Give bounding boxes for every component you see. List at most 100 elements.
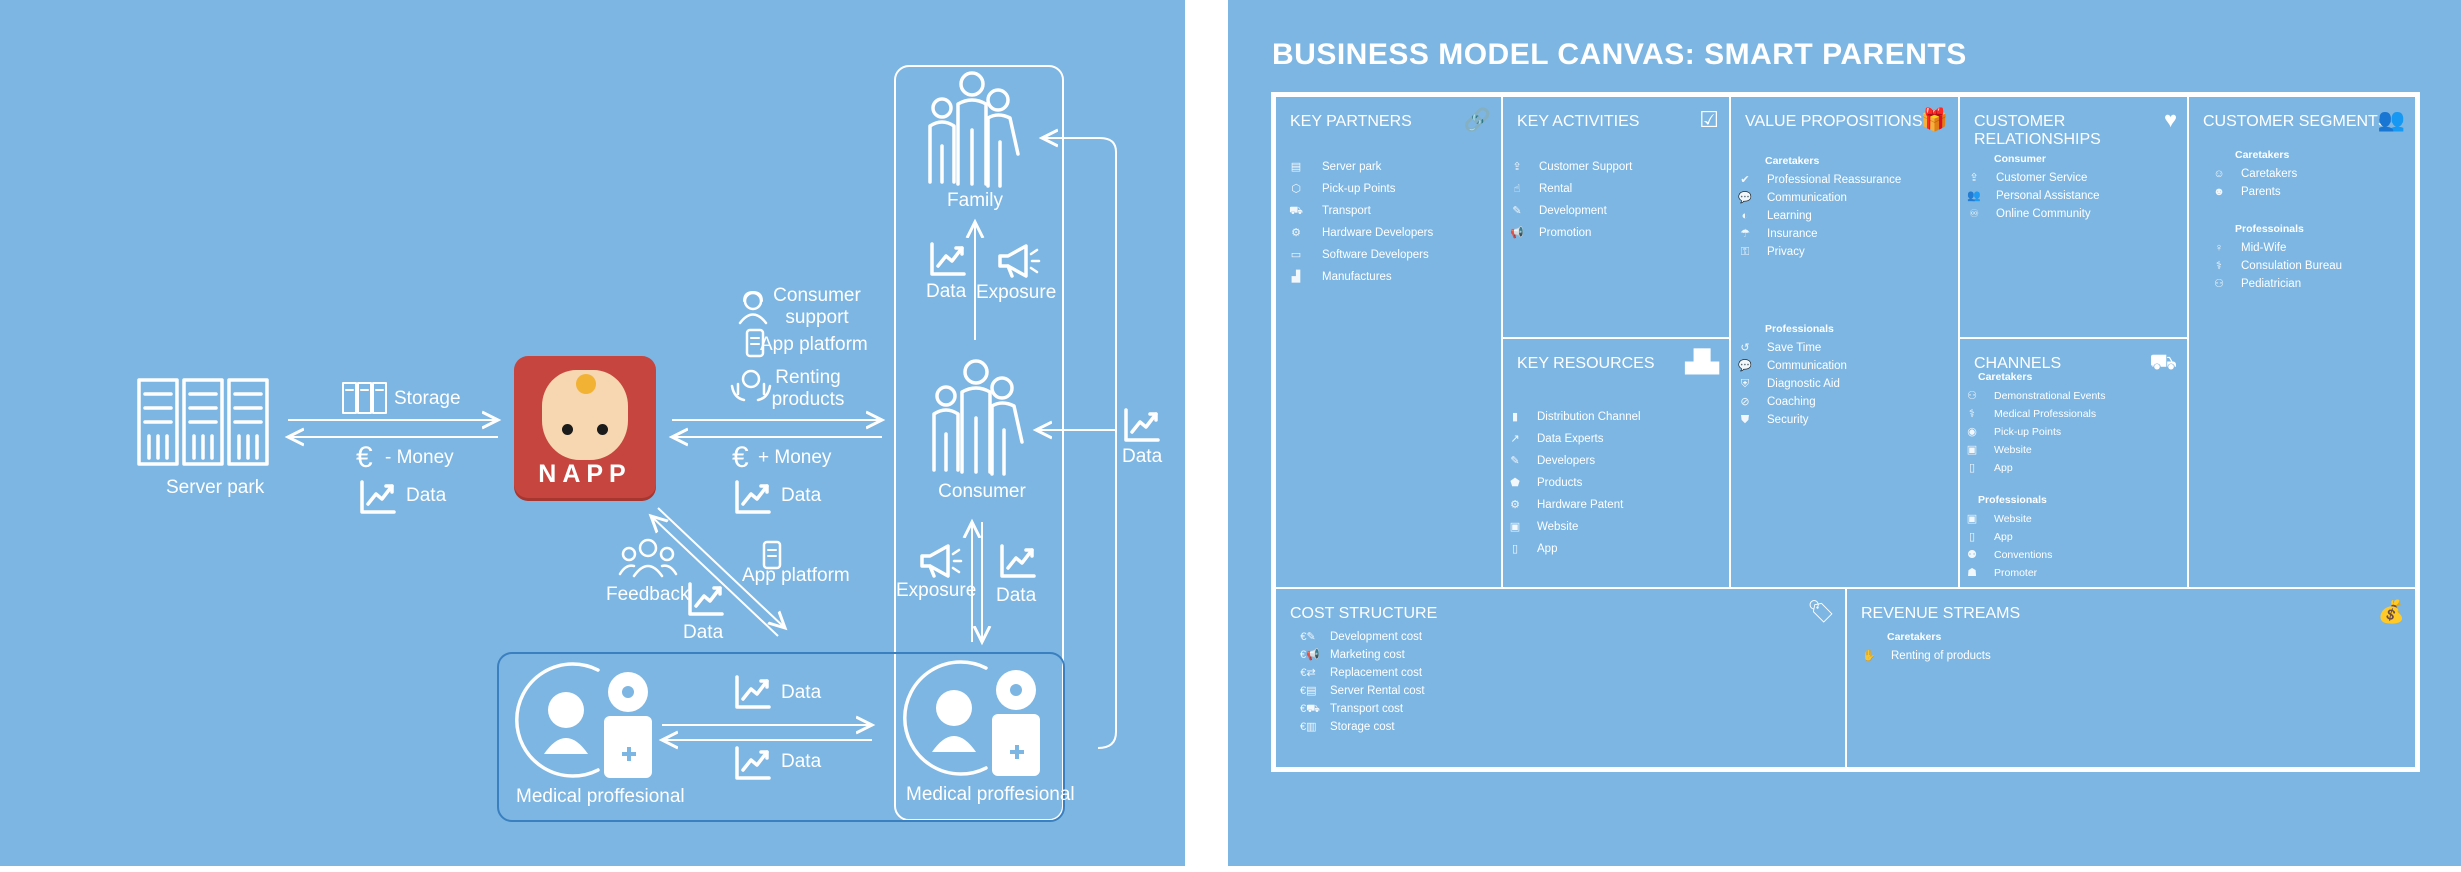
truck-icon: ⛟ (2149, 349, 2177, 374)
handshake-icon: ♾ (1969, 208, 1979, 220)
list-item: ⚕Consulation Bureau (2211, 258, 2342, 274)
list-item: €⇄Replacement cost (1300, 665, 1422, 681)
list-item: ✎Developers (1507, 453, 1595, 469)
baby-eye-right (597, 424, 608, 435)
value-propositions-box: VALUE PROPOSITIONS 🎁 Caretakers ✔Profess… (1729, 95, 1960, 589)
item-label: Customer Support (1539, 161, 1633, 173)
item-label: Distribution Channel (1537, 411, 1641, 423)
napp-app-icon: NAPP (514, 356, 656, 498)
medical-left-label: Medical proffesional (516, 786, 685, 807)
location-icon: ◉ (1967, 426, 1977, 438)
baby-eye-left (562, 424, 573, 435)
money-minus-label: - Money (385, 447, 454, 468)
item-label: App (1537, 543, 1558, 555)
tag-icon: ⬟ (1510, 477, 1520, 489)
data-napp-consumer-label: Data (781, 485, 822, 506)
key-partners-title: KEY PARTNERS (1290, 113, 1412, 130)
list-item: €▤Server Rental cost (1300, 683, 1425, 699)
truck-icon: ⛟ (1289, 205, 1303, 217)
megaphone-icon (998, 244, 1041, 278)
item-label: Conventions (1994, 549, 2053, 561)
app-platform-2-label: App platform (742, 565, 850, 586)
item-label: Parents (2241, 186, 2281, 198)
data-med-1-label: Data (781, 682, 822, 703)
doctor-baby-icon (903, 660, 1040, 776)
list-item: €▥Storage cost (1300, 719, 1395, 735)
server-icon: ▤ (1290, 161, 1302, 173)
list-item: 💬Communication (1737, 190, 1847, 206)
list-item: ⚇Pediatrician (2211, 276, 2301, 292)
money-plus-label: + Money (758, 447, 832, 468)
item-label: Storage cost (1330, 721, 1395, 733)
list-item: 📢Promotion (1509, 225, 1591, 241)
item-label: App (1994, 462, 2013, 474)
gear-icon: ⚙ (1510, 499, 1520, 511)
list-item: ✎Development (1509, 203, 1606, 219)
checkbox-icon: ☑ (1699, 107, 1719, 132)
group-label: Caretakers (1765, 155, 1820, 167)
list-item: €✎Development cost (1300, 629, 1422, 645)
gears-icon: ⚙ (1291, 227, 1301, 239)
chart-icon (735, 675, 771, 709)
item-label: Professional Reassurance (1767, 174, 1902, 186)
chat-icon: 💬 (1738, 192, 1752, 204)
key-activities-box: KEY ACTIVITIES ☑ ⇪Customer Support ☝Rent… (1501, 95, 1731, 339)
list-item: ⛟Transport (1288, 203, 1371, 219)
factory-icon: ▟ (1291, 271, 1301, 283)
item-label: Rental (1539, 183, 1573, 195)
medical-professional-icon (515, 662, 658, 782)
support-agent-icon (738, 291, 768, 325)
data-consumer-med-label: Data (996, 585, 1037, 606)
revenue-streams-box: REVENUE STREAMS 💰 Caretakers ✋Renting of… (1845, 587, 2417, 769)
value-propositions-title: VALUE PROPOSITIONS (1745, 113, 1923, 130)
euro-wrench-icon: €✎ (1300, 631, 1316, 643)
people-icon: ⚇ (1967, 390, 1977, 402)
item-label: Mid-Wife (2241, 242, 2287, 254)
cross-v (627, 747, 631, 761)
list-item: ⇪Customer Service (1966, 170, 2087, 186)
list-item: ↺Save Time (1737, 340, 1821, 356)
business-model-canvas-panel: BUSINESS MODEL CANVAS: SMART PARENTS KEY… (1228, 0, 2461, 866)
list-item: ⚇Demonstrational Events (1964, 388, 2105, 404)
umbrella-icon: ☂ (1740, 228, 1750, 240)
list-item: ✋Renting of products (1861, 648, 1991, 664)
item-label: Caretakers (2241, 168, 2298, 180)
item-label: Promoter (1994, 567, 2038, 579)
presenter-icon: ☗ (1967, 567, 1977, 579)
list-item: ⛨Diagnostic Aid (1737, 376, 1840, 392)
item-label: Communication (1767, 360, 1847, 372)
list-item: ▣Website (1507, 519, 1579, 535)
item-label: Renting of products (1891, 650, 1991, 662)
renting-products-label: Renting products (771, 367, 845, 410)
list-item: ▣Website (1964, 511, 2032, 527)
tag-icon: 🏷 (1807, 599, 1835, 624)
list-item: ⚿Privacy (1737, 244, 1805, 260)
data-family-label: Data (926, 281, 967, 302)
website-icon: ▣ (1966, 513, 1978, 525)
list-item: ▯App (1507, 541, 1558, 557)
list-item: ↗Data Experts (1507, 431, 1603, 447)
item-label: Data Experts (1537, 433, 1604, 445)
customer-relationships-title: CUSTOMER RELATIONSHIPS (1974, 113, 2101, 148)
item-label: Hardware Developers (1322, 227, 1434, 239)
family-label: Family (947, 190, 1003, 211)
item-label: Hardware Patent (1537, 499, 1624, 511)
list-item: ⊘Coaching (1737, 394, 1815, 410)
item-label: Diagnostic Aid (1767, 378, 1840, 390)
item-label: Pick-up Points (1994, 426, 2062, 438)
item-label: Learning (1767, 210, 1812, 222)
list-item: ▯App (1964, 460, 2013, 476)
euro-server-icon: €▤ (1300, 685, 1317, 697)
hand-icon: ☝ (1513, 183, 1521, 195)
hand-baby-icon (730, 369, 772, 402)
data-server-label: Data (406, 485, 447, 506)
users-icon: 👥 (2377, 107, 2405, 132)
list-item: ☗ Promoter (1964, 565, 2037, 581)
data-right-label: Data (1122, 446, 1163, 467)
item-label: App (1994, 531, 2013, 543)
gift-icon: 🎁 (1920, 107, 1948, 132)
euro-replace-icon: €⇄ (1300, 667, 1316, 679)
canvas-frame: KEY PARTNERS 🔗 ▤Server park ⬡Pick-up Poi… (1271, 92, 2420, 772)
list-item: ☻Parents (2211, 184, 2281, 200)
item-label: Marketing cost (1330, 649, 1405, 661)
